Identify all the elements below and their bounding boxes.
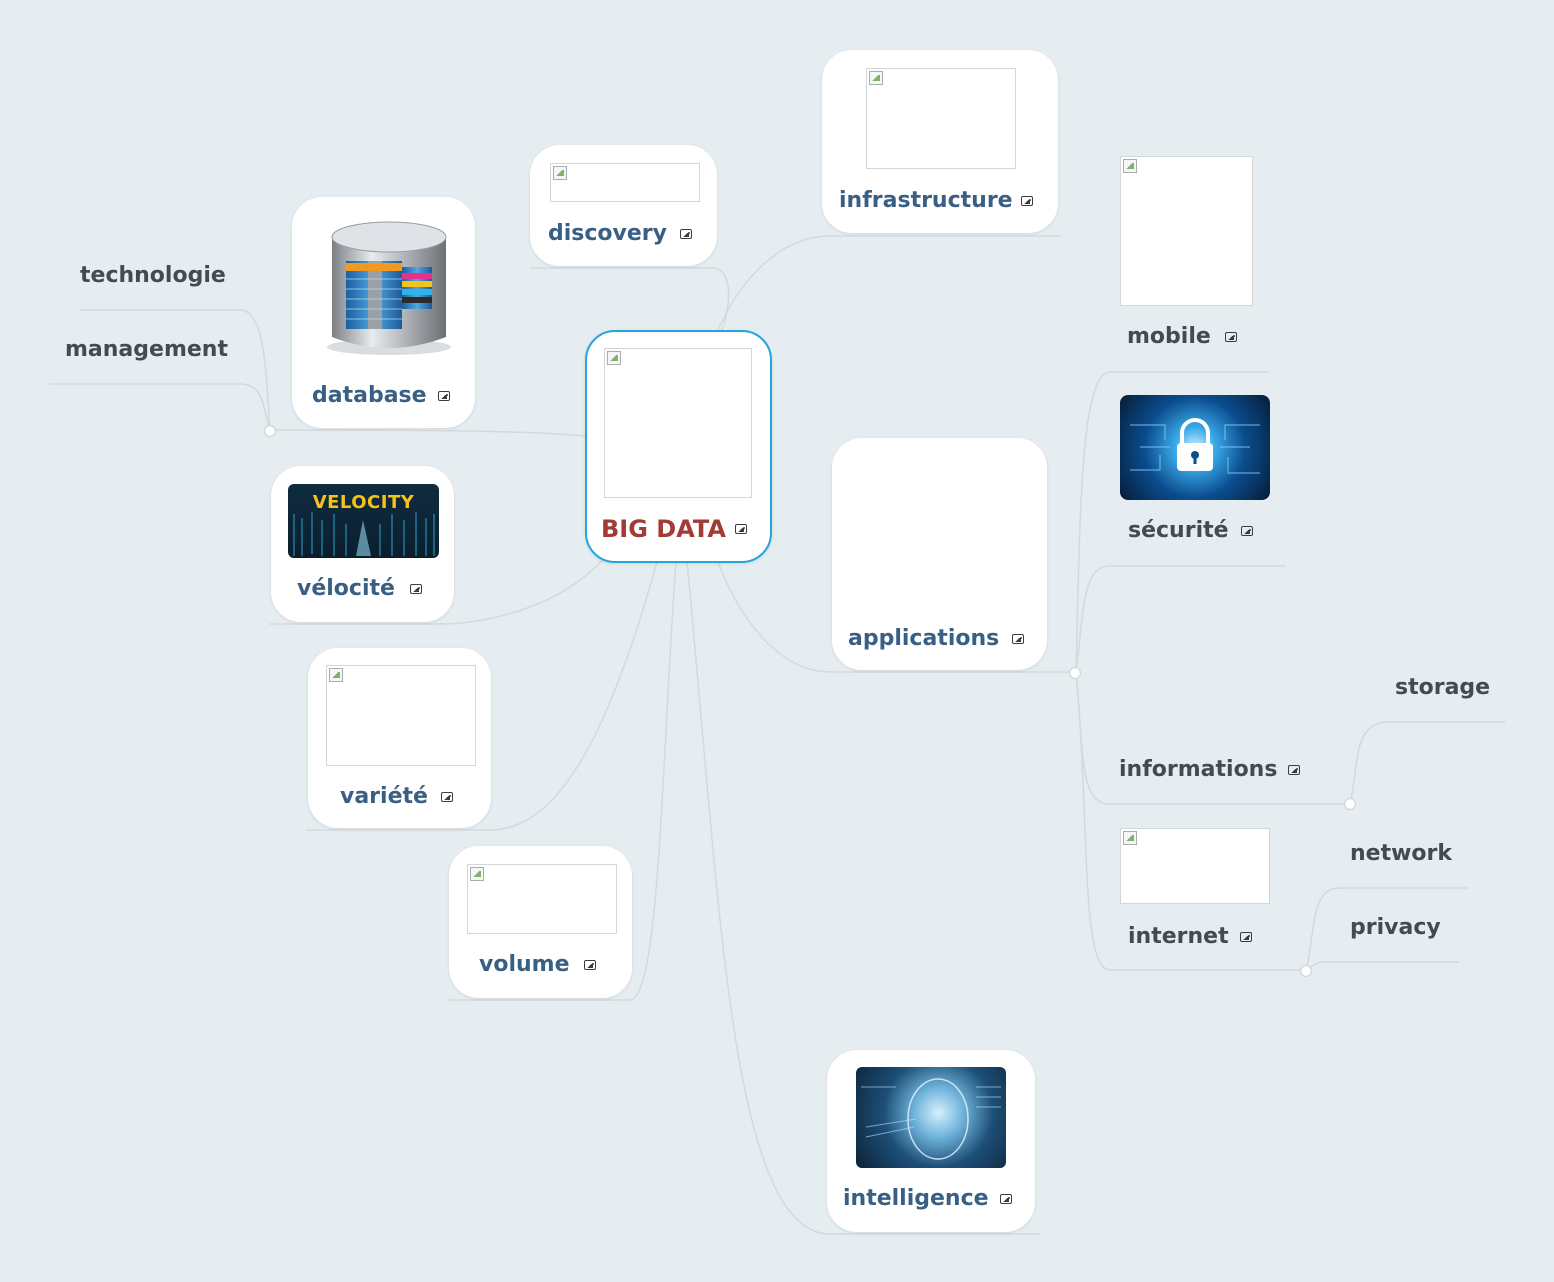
edge-central-variete [305, 561, 658, 831]
image-icon[interactable] [438, 391, 450, 401]
ai-head-graphic [861, 1078, 1001, 1160]
broken-image-icon [1123, 831, 1137, 845]
image-icon[interactable] [680, 229, 692, 239]
mobile-image [1120, 156, 1253, 306]
subtopic-privacy[interactable]: privacy [1350, 915, 1441, 940]
database-icon [327, 221, 451, 355]
subtopic-internet[interactable]: internet [1128, 924, 1229, 949]
internet-image [1120, 828, 1270, 904]
edge-hub-network [1305, 887, 1468, 971]
image-icon[interactable] [1012, 634, 1024, 644]
image-icon[interactable] [1240, 932, 1252, 942]
velocity-matrix-graphic [293, 512, 435, 556]
topic-variete[interactable]: variété [308, 648, 491, 828]
branch-dot-applications [1068, 666, 1082, 680]
edge-hub-mobile [1075, 371, 1269, 673]
edge-central-database [271, 429, 586, 437]
image-icon[interactable] [1288, 765, 1300, 775]
infrastructure-image [866, 68, 1016, 169]
database-cylinder-image [324, 219, 454, 359]
edge-hub-management [49, 383, 271, 431]
subtopic-network[interactable]: network [1350, 841, 1453, 866]
discovery-image [550, 163, 700, 202]
broken-image-icon [607, 351, 621, 365]
central-topic-node[interactable]: BIG DATA [585, 330, 772, 563]
subtopic-management[interactable]: management [65, 337, 228, 362]
branch-dot-database [263, 424, 277, 438]
image-icon[interactable] [1000, 1194, 1012, 1204]
topic-label-intelligence: intelligence [843, 1186, 989, 1211]
edge-hub-privacy [1305, 961, 1459, 971]
edge-hub-internet [1075, 671, 1305, 971]
broken-image-icon [1123, 159, 1137, 173]
edge-hub-storage [1349, 721, 1506, 805]
central-topic-title: BIG DATA [601, 515, 726, 543]
volume-image [467, 864, 617, 934]
central-image [604, 348, 752, 498]
topic-label-volume: volume [479, 952, 570, 977]
edge-central-intelligence [686, 561, 1041, 1235]
broken-image-icon [470, 867, 484, 881]
topic-label-infrastructure: infrastructure [839, 188, 1013, 213]
image-icon[interactable] [410, 584, 422, 594]
image-icon[interactable] [1225, 332, 1237, 342]
topic-intelligence[interactable]: intelligence [827, 1050, 1035, 1232]
edge-hub-informations [1075, 671, 1349, 805]
topic-label-applications: applications [848, 626, 1000, 651]
topic-discovery[interactable]: discovery [530, 145, 717, 266]
topic-applications[interactable]: applications [832, 438, 1047, 670]
image-icon[interactable] [735, 524, 747, 534]
velocity-image: VELOCITY [288, 484, 439, 558]
edge-central-volume [447, 561, 677, 1001]
broken-image-icon [869, 71, 883, 85]
topic-label-database: database [312, 383, 427, 408]
image-icon[interactable] [441, 792, 453, 802]
image-icon[interactable] [1021, 196, 1033, 206]
topic-label-discovery: discovery [548, 221, 667, 246]
branch-dot-internet [1299, 964, 1313, 978]
securite-image [1120, 395, 1270, 500]
topic-label-variete: variété [340, 784, 428, 809]
branch-dot-informations [1343, 797, 1357, 811]
edge-central-infrastructure [717, 235, 1061, 331]
edge-central-discovery [529, 267, 730, 331]
edge-central-velocite [269, 555, 607, 625]
image-icon[interactable] [584, 960, 596, 970]
subtopic-technologie[interactable]: technologie [80, 263, 226, 288]
edge-central-applications [717, 561, 1075, 673]
broken-image-icon [329, 668, 343, 682]
edge-hub-securite [1075, 565, 1286, 673]
topic-database[interactable]: database [292, 197, 475, 428]
topic-label-velocite: vélocité [297, 576, 395, 601]
variete-image [326, 665, 476, 766]
subtopic-informations[interactable]: informations [1119, 757, 1278, 782]
subtopic-mobile[interactable]: mobile [1127, 324, 1211, 349]
lock-icon [1130, 418, 1260, 474]
subtopic-storage[interactable]: storage [1395, 675, 1491, 700]
intelligence-image [856, 1067, 1006, 1168]
image-icon[interactable] [1241, 526, 1253, 536]
topic-volume[interactable]: volume [449, 846, 632, 998]
subtopic-securite[interactable]: sécurité [1128, 518, 1229, 543]
topic-velocite[interactable]: VELOCITY vélocité [271, 466, 454, 622]
broken-image-icon [553, 166, 567, 180]
topic-infrastructure[interactable]: infrastructure [822, 50, 1058, 233]
velocity-banner-text: VELOCITY [312, 492, 415, 513]
edge-hub-technologie [79, 309, 271, 431]
